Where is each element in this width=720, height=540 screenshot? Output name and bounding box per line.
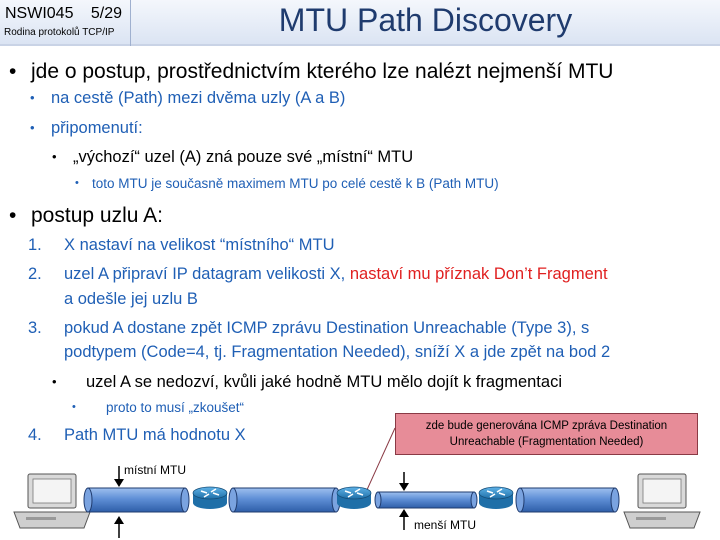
step-number: 1.: [28, 236, 42, 254]
bullet-text: postup uzlu A:: [31, 204, 163, 227]
course-code: NSWI045: [5, 5, 74, 22]
slide-header: NSWI045 5/29 Rodina protokolů TCP/IP MTU…: [0, 0, 720, 46]
step-text: pokud A dostane zpět ICMP zprávu Destina…: [64, 319, 590, 337]
arrow-icon: [114, 466, 124, 487]
bullet-dot: •: [72, 401, 76, 413]
bullet-dot: •: [30, 120, 35, 135]
computer-icon: [623, 473, 701, 529]
course-subtitle: Rodina protokolů TCP/IP: [4, 27, 115, 38]
local-mtu-label: místní MTU: [124, 463, 186, 477]
router-icon: [336, 486, 372, 509]
bullet-text: uzel A se nedozví, kvůli jaké hodně MTU …: [86, 373, 562, 391]
step-text: X nastaví na velikost “místního“ MTU: [64, 236, 335, 254]
smaller-mtu-label: menší MTU: [414, 518, 477, 532]
step-text: uzel A připraví IP datagram velikosti X,…: [64, 265, 608, 284]
step-text: Path MTU má hodnotu X: [64, 426, 246, 444]
callout-line: zde bude generována ICMP zpráva Destinat…: [425, 420, 668, 432]
arrow-icon: [114, 516, 124, 538]
step-number: 3.: [28, 319, 42, 337]
link-pipe-wide: [515, 487, 620, 513]
page-number: 5/29: [90, 5, 122, 22]
step-number: 4.: [28, 426, 42, 444]
step-text-part: uzel A připraví IP datagram velikosti X,: [64, 265, 350, 283]
link-pipe-wide: [83, 487, 190, 513]
bullet-dot: •: [75, 177, 79, 189]
bullet-dot: •: [30, 90, 35, 105]
link-pipe-narrow: [374, 491, 478, 509]
bullet-dot: •: [52, 374, 57, 389]
bullet-dot: •: [52, 149, 57, 164]
step-number: 2.: [28, 265, 42, 283]
bullet-dot: •: [9, 204, 17, 227]
computer-icon: [13, 473, 91, 529]
link-pipe-wide: [228, 487, 341, 513]
bullet-text: připomenutí:: [51, 119, 143, 137]
course-info-box: NSWI045 5/29 Rodina protokolů TCP/IP: [0, 0, 131, 46]
router-icon: [192, 486, 228, 509]
step-text-highlight: nastaví mu příznak Don’t Fragment: [349, 265, 608, 283]
bullet-text: „výchozí“ uzel (A) zná pouze své „místní…: [73, 148, 414, 166]
step-text-continued: podtypem (Code=4, tj. Fragmentation Need…: [64, 343, 611, 361]
bullet-dot: •: [9, 60, 17, 83]
icmp-callout: zde bude generována ICMP zpráva Destinat…: [395, 413, 698, 455]
bullet-text: toto MTU je současně maximem MTU po celé…: [92, 176, 499, 191]
slide-title: MTU Path Discovery: [278, 2, 573, 38]
arrow-icon: [399, 472, 409, 491]
step-text-continued: a odešle jej uzlu B: [64, 290, 198, 308]
callout-pointer: [365, 427, 396, 493]
router-icon: [478, 486, 514, 509]
callout-line: Unreachable (Fragmentation Needed): [449, 436, 644, 448]
bullet-text: proto to musí „zkoušet“: [106, 400, 245, 415]
arrow-icon: [399, 509, 409, 530]
bullet-text: na cestě (Path) mezi dvěma uzly (A a B): [51, 89, 346, 107]
bullet-text: jde o postup, prostřednictvím kterého lz…: [31, 60, 614, 83]
